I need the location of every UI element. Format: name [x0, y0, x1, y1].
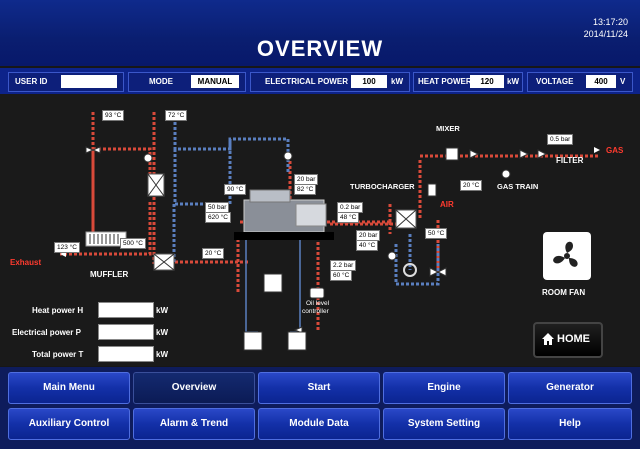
- heat-power-value: 120: [470, 75, 504, 88]
- reading-72: 72 °C: [165, 110, 188, 121]
- nav-overview[interactable]: Overview: [133, 372, 255, 404]
- tank-icons: [243, 273, 325, 351]
- piping-schematic: [60, 112, 600, 351]
- electrical-power-p-field: [98, 324, 154, 340]
- heat-exchanger-icon: [147, 173, 417, 271]
- user-id-field[interactable]: [61, 75, 117, 88]
- nav-engine[interactable]: Engine: [383, 372, 505, 404]
- mixer-label: MIXER: [436, 124, 460, 133]
- electrical-power-p-label: Electrical power P: [12, 328, 81, 337]
- home-icon: [541, 332, 555, 349]
- oil-level-label: Oil level: [306, 300, 330, 307]
- fan-icon: [553, 241, 578, 267]
- clock: 13:17:20 2014/11/24: [584, 16, 628, 40]
- turbocharger-icon: [427, 183, 437, 197]
- reading-20-air: 20 °C: [460, 180, 483, 191]
- mode-label: MODE: [149, 77, 173, 86]
- nav-generator[interactable]: Generator: [508, 372, 632, 404]
- reading-48: 48 °C: [337, 212, 360, 223]
- heat-power-h-label: Heat power H: [32, 306, 84, 315]
- electrical-power-label: ELECTRICAL POWER: [265, 77, 348, 86]
- reading-0-5-bar: 0.5 bar: [547, 134, 574, 145]
- electrical-power-cell: ELECTRICAL POWER 100 kW: [250, 72, 410, 92]
- voltage-cell: VOLTAGE 400 V: [527, 72, 633, 92]
- reading-50: 50 °C: [425, 228, 448, 239]
- heat-power-h-field: [98, 302, 154, 318]
- reading-123: 123 °C: [54, 242, 80, 253]
- oil-controller-label: controller: [302, 308, 329, 315]
- gas-label: GAS: [606, 146, 624, 155]
- nav-start[interactable]: Start: [258, 372, 380, 404]
- muffler-label: MUFFLER: [90, 270, 129, 279]
- filter-label: FILTER: [556, 156, 584, 165]
- electrical-power-p-unit: kW: [156, 328, 168, 337]
- heat-power-h-unit: kW: [156, 306, 168, 315]
- nav-auxiliary-control[interactable]: Auxiliary Control: [8, 408, 130, 440]
- nav-main-menu[interactable]: Main Menu: [8, 372, 130, 404]
- engine-icon: [234, 189, 334, 240]
- reading-620: 620 °C: [205, 212, 231, 223]
- gas-train-label: GAS TRAIN: [497, 182, 539, 191]
- voltage-label: VOLTAGE: [536, 77, 574, 86]
- reading-60: 60 °C: [330, 270, 353, 281]
- clock-date: 2014/11/24: [583, 29, 628, 39]
- total-power-t-field: [98, 346, 154, 362]
- exhaust-label: Exhaust: [10, 258, 42, 267]
- nav-module-data[interactable]: Module Data: [258, 408, 380, 440]
- reading-500: 500 °C: [120, 238, 146, 249]
- pump-icons: [143, 151, 511, 277]
- reading-40: 40 °C: [356, 240, 379, 251]
- room-fan-label: ROOM FAN: [542, 288, 586, 297]
- heat-power-label: HEAT POWER: [418, 77, 472, 86]
- clock-time: 13:17:20: [592, 17, 628, 27]
- heat-power-cell: HEAT POWER 120 kW: [413, 72, 523, 92]
- mode-cell: MODE MANUAL: [128, 72, 246, 92]
- total-power-t-unit: kW: [156, 350, 168, 359]
- total-power-t-label: Total power T: [32, 350, 84, 359]
- air-label: AIR: [440, 200, 454, 209]
- turbocharger-label: TURBOCHARGER: [350, 182, 415, 191]
- voltage-value: 400: [586, 75, 616, 88]
- reading-82: 82 °C: [294, 184, 317, 195]
- valve-icons: [85, 146, 548, 334]
- header-bar: [0, 0, 640, 66]
- electrical-power-unit: kW: [391, 77, 403, 86]
- heat-power-unit: kW: [507, 77, 519, 86]
- process-diagram: 93 °C 72 °C 90 °C 20 bar 82 °C 50 bar 62…: [0, 94, 640, 366]
- gas-arrow-icon: [594, 147, 600, 153]
- nav-alarm-trend[interactable]: Alarm & Trend: [133, 408, 255, 440]
- reading-20-left: 20 °C: [202, 248, 225, 259]
- mixer-icon: [445, 147, 459, 161]
- hot-pipes: [60, 112, 600, 330]
- nav-system-setting[interactable]: System Setting: [383, 408, 505, 440]
- page-title: OVERVIEW: [256, 36, 384, 61]
- user-id-cell: USER ID: [8, 72, 124, 92]
- reading-93: 93 °C: [102, 110, 125, 121]
- home-button[interactable]: HOME: [533, 322, 603, 358]
- voltage-unit: V: [620, 77, 626, 86]
- mode-value: MANUAL: [191, 75, 239, 88]
- nav-help[interactable]: Help: [508, 408, 632, 440]
- home-label: HOME: [557, 333, 590, 345]
- room-fan-button[interactable]: [543, 232, 591, 280]
- reading-90: 90 °C: [224, 184, 247, 195]
- electrical-power-value: 100: [351, 75, 387, 88]
- user-id-label: USER ID: [15, 77, 48, 86]
